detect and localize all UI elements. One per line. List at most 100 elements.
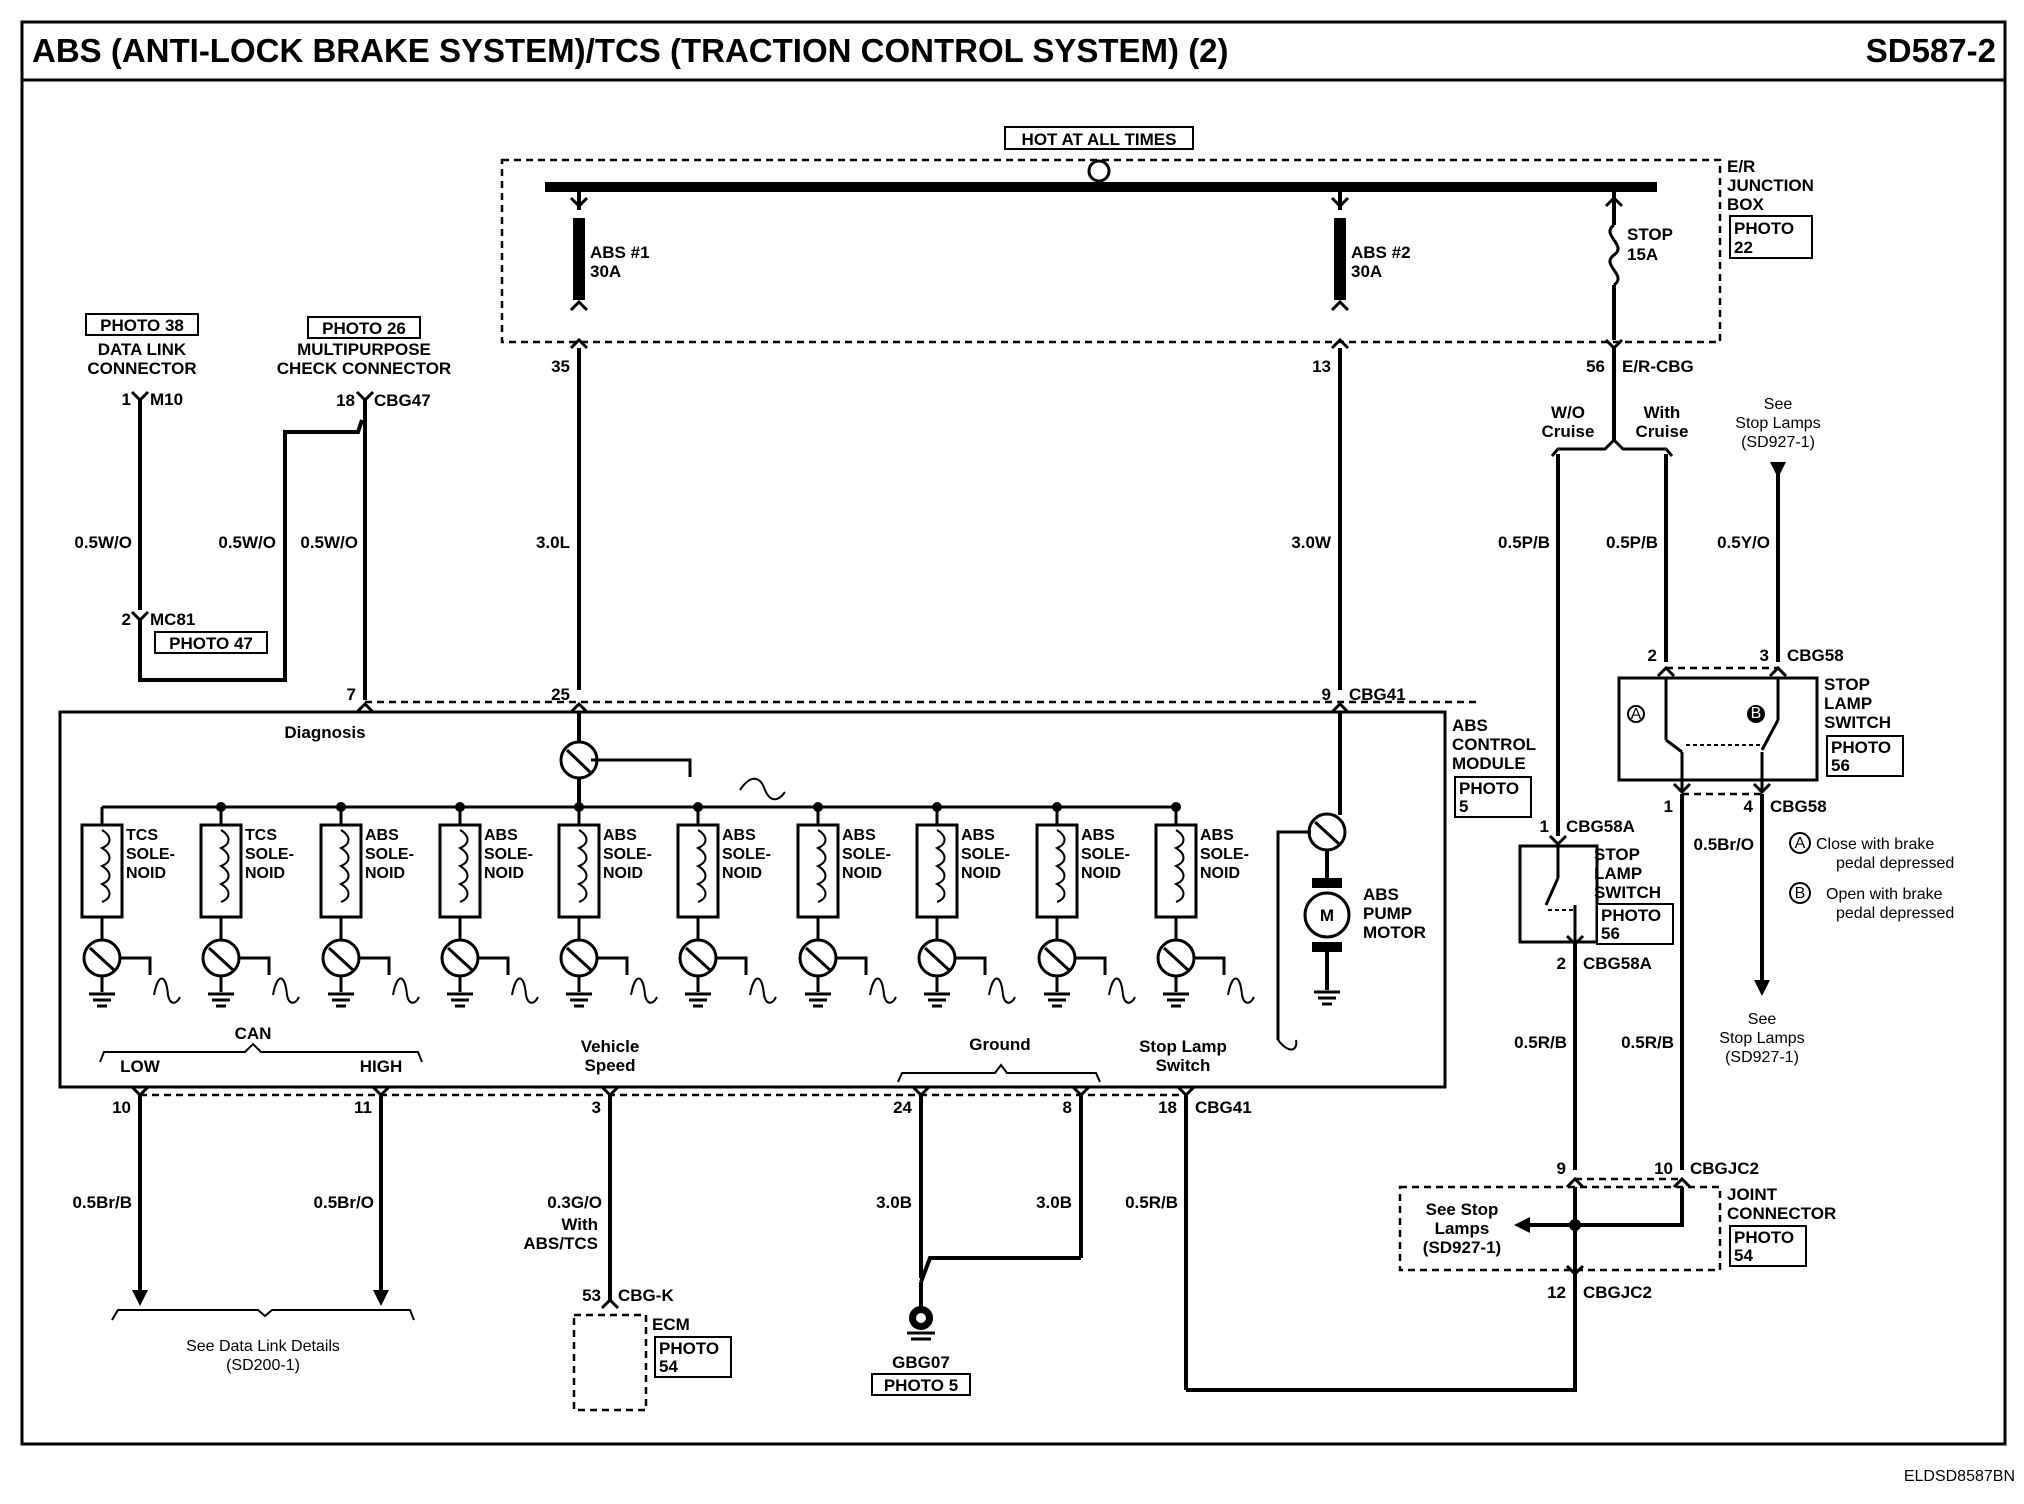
pin-24: 24 xyxy=(893,1098,912,1117)
can-brace xyxy=(99,1042,423,1063)
stop-sw-top-name-1: STOP xyxy=(1824,675,1870,694)
driver-signal-wave xyxy=(988,977,1016,1004)
pin-10: 10 xyxy=(112,1098,131,1117)
connector-cbg-k: CBG-K xyxy=(618,1286,674,1305)
connector-cbg58a-bottom: CBG58A xyxy=(1583,954,1652,973)
wire-label-30b-2: 3.0B xyxy=(1036,1193,1072,1212)
solenoid-coil-body xyxy=(915,823,959,919)
fuse-stop-rating: 15A xyxy=(1627,245,1658,264)
wire-label-05pb-1: 0.5P/B xyxy=(1498,533,1550,552)
solenoid-label: NOID xyxy=(126,865,166,882)
data-link-name-2: CONNECTOR xyxy=(87,359,196,378)
pin-2-cbg58a: 2 xyxy=(1557,954,1566,973)
pump-name-2: PUMP xyxy=(1363,904,1412,923)
abs-module-name-3: MODULE xyxy=(1452,754,1526,773)
fuse-abs1-rating: 30A xyxy=(590,262,621,281)
solenoid-label: ABS xyxy=(365,827,399,844)
wire-05wo-loop xyxy=(138,419,364,682)
solenoid-label: ABS xyxy=(1081,827,1115,844)
hot-at-all-times-box xyxy=(1004,126,1194,150)
can-low-label: LOW xyxy=(120,1057,161,1076)
pin-11: 11 xyxy=(354,1098,372,1117)
solenoid-label: TCS xyxy=(245,827,277,844)
see-stop-top-1: See xyxy=(1764,396,1793,413)
driver-signal-wave xyxy=(749,977,777,1004)
wo-cruise-1: W/O xyxy=(1551,403,1585,422)
joint-photo-label: PHOTO xyxy=(1734,1228,1794,1247)
vehicle-speed-label-2: Speed xyxy=(584,1056,635,1075)
abs-control-module xyxy=(58,710,1447,1089)
data-link-brace xyxy=(111,1309,415,1321)
open-note-1: Open with brake xyxy=(1826,886,1943,903)
connector-cbgjc2: CBGJC2 xyxy=(1690,1159,1759,1178)
bus-tap xyxy=(1087,159,1111,183)
ecm-photo-label: PHOTO xyxy=(659,1339,719,1358)
see-stop-top-2: Stop Lamps xyxy=(1735,415,1820,432)
solenoid-7: ABS SOLE- NOID xyxy=(796,802,897,1008)
mc81-photo-box xyxy=(154,631,268,654)
stop-sw-mid-photo-label: PHOTO xyxy=(1601,906,1661,925)
ground-label: Ground xyxy=(969,1035,1030,1054)
see-stop-bottom-1: See xyxy=(1748,1011,1777,1028)
ecm-photo-number: 54 xyxy=(659,1357,678,1376)
solenoid-label: SOLE- xyxy=(484,846,533,863)
connector-cbg41: CBG41 xyxy=(1349,685,1406,704)
connector-m10: M10 xyxy=(150,390,183,409)
wire-label-05yo: 0.5Y/O xyxy=(1717,533,1770,552)
control-signal-wave xyxy=(739,777,786,801)
connector-cbgjc2-bottom: CBGJC2 xyxy=(1583,1283,1652,1302)
can-label: CAN xyxy=(235,1024,272,1043)
with-cruise-1: With xyxy=(1644,403,1681,422)
solenoid-coil-body xyxy=(199,823,243,919)
pin-1-m10: 1 xyxy=(122,390,131,409)
pin-3: 3 xyxy=(592,1098,601,1117)
joint-connector-box xyxy=(1398,1185,1722,1272)
solenoid-label: SOLE- xyxy=(365,846,414,863)
solenoid-label: NOID xyxy=(365,865,405,882)
pin-2-cbg58: 2 xyxy=(1648,646,1657,665)
solenoid-label: SOLE- xyxy=(1081,846,1130,863)
driver-signal-wave xyxy=(1108,977,1136,1004)
junction-box-name-2: JUNCTION xyxy=(1727,176,1814,195)
solenoid-label: SOLE- xyxy=(961,846,1010,863)
data-link-photo: PHOTO 38 xyxy=(100,316,184,335)
connector-mc81: MC81 xyxy=(150,610,195,629)
pump-motor-symbol xyxy=(1303,891,1351,939)
pin-12-cbgjc2: 12 xyxy=(1547,1283,1566,1302)
solenoid-label: SOLE- xyxy=(603,846,652,863)
solenoid-label: NOID xyxy=(842,865,882,882)
solenoid-coil-body xyxy=(1035,823,1079,919)
pin-10-cbgjc2: 10 xyxy=(1654,1159,1673,1178)
close-note-1: Close with brake xyxy=(1816,836,1934,853)
pump-name-1: ABS xyxy=(1363,885,1399,904)
ecm-box xyxy=(572,1313,648,1412)
see-stop-joint-3: (SD927-1) xyxy=(1423,1238,1501,1257)
see-stop-top-3: (SD927-1) xyxy=(1741,434,1815,451)
junction-box-name-3: BOX xyxy=(1727,195,1765,214)
pin-25: 25 xyxy=(551,685,570,704)
hot-at-all-times-label: HOT AT ALL TIMES xyxy=(1022,130,1177,149)
abs-module-photo-number: 5 xyxy=(1459,797,1468,816)
ground-photo: PHOTO 5 xyxy=(884,1376,958,1395)
solenoid-label: SOLE- xyxy=(842,846,891,863)
pin-18-cbg47: 18 xyxy=(336,391,355,410)
solenoid-label: SOLE- xyxy=(126,846,175,863)
page-frame xyxy=(20,20,2007,1446)
pin-9-cbg41: 9 xyxy=(1322,685,1331,704)
pin-7: 7 xyxy=(347,685,356,704)
pump-name-3: MOTOR xyxy=(1363,923,1426,942)
solenoid-coil-body xyxy=(676,823,720,919)
solenoid-label: ABS xyxy=(484,827,518,844)
solenoid-label: ABS xyxy=(842,827,876,844)
page-code: SD587-2 xyxy=(1866,32,1996,69)
stop-lamp-switch-label-2: Switch xyxy=(1156,1056,1211,1075)
solenoid-coil-body xyxy=(1154,823,1198,919)
data-link-details-2: (SD200-1) xyxy=(226,1357,300,1374)
ground-gbg07-label: GBG07 xyxy=(892,1353,950,1372)
driver-signal-wave xyxy=(869,977,897,1004)
stop-sw-mid-photo-number: 56 xyxy=(1601,924,1620,943)
stop-lamp-switch-top xyxy=(1617,676,1819,782)
